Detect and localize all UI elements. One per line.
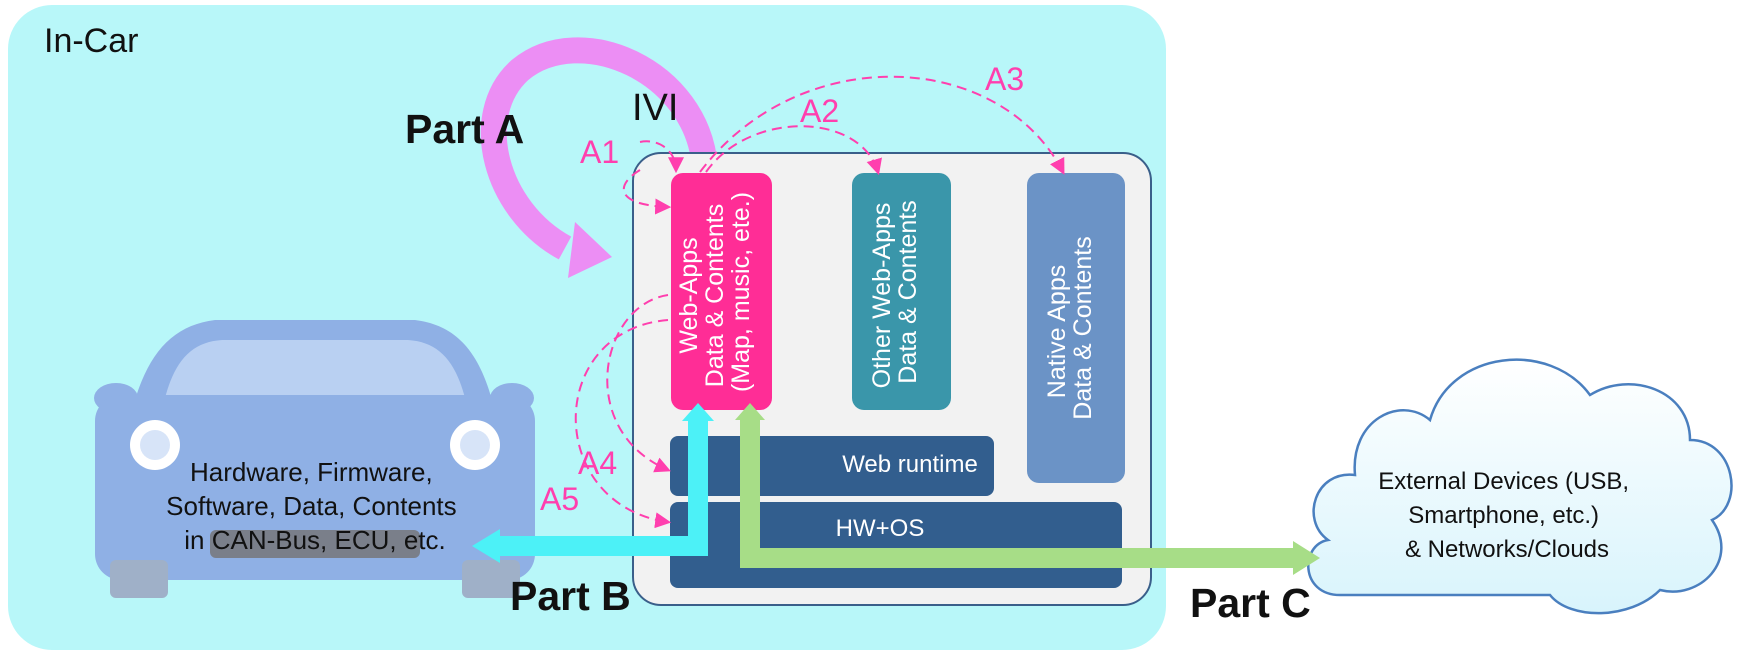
arrow-a4 (606, 294, 671, 473)
part-b-arrow (472, 403, 714, 563)
part-c-arrow (735, 403, 1320, 575)
part-a-arrow (480, 37, 718, 260)
arrow-a2 (705, 125, 882, 176)
car-text-line-2: Software, Data, Contents (166, 491, 456, 521)
web-apps-line-3: (Map, music, ete.) (727, 192, 755, 392)
cloud-text-line-3: & Networks/Clouds (1405, 536, 1609, 563)
native-apps-label: Native Apps Data & Contents (1043, 236, 1097, 419)
cloud-text: External Devices (USB, Smartphone, etc.)… (1378, 468, 1635, 563)
a5-label: A5 (540, 481, 579, 517)
arrow-a1-top (639, 140, 684, 174)
a2-label: A2 (800, 93, 839, 129)
native-apps-block (1027, 173, 1125, 483)
native-apps-line-1: Native Apps (1043, 265, 1071, 398)
web-apps-line-1: Web-Apps (675, 237, 703, 353)
arrow-a5 (574, 319, 672, 529)
other-web-apps-line-1: Other Web-Apps (868, 203, 896, 389)
in-car-label: In-Car (44, 22, 138, 60)
part-c-label: Part C (1190, 580, 1311, 626)
web-runtime-label: Web runtime (842, 451, 978, 478)
web-apps-label: Web-Apps Data & Contents (Map, music, et… (675, 192, 755, 392)
car-text: Hardware, Firmware, Software, Data, Cont… (166, 457, 464, 555)
car-text-line-1: Hardware, Firmware, (190, 457, 433, 487)
car-text-line-3: in CAN-Bus, ECU, etc. (184, 525, 446, 555)
web-apps-block (671, 173, 772, 410)
native-apps-line-2: Data & Contents (1069, 236, 1097, 419)
arrow-a1 (622, 169, 672, 215)
cloud-text-line-1: External Devices (USB, (1378, 468, 1629, 495)
web-apps-line-2: Data & Contents (701, 204, 729, 387)
ivi-label: IVI (632, 87, 678, 129)
cloud-text-line-2: Smartphone, etc.) (1408, 502, 1599, 529)
a1-label: A1 (580, 134, 619, 170)
a3-label: A3 (985, 61, 1024, 97)
cloud-shape (1307, 358, 1733, 615)
car-graphic (94, 320, 535, 598)
other-web-apps-line-2: Data & Contents (894, 200, 922, 383)
part-a-arrowhead (568, 222, 612, 278)
part-b-label: Part B (510, 573, 631, 619)
other-web-apps-block (852, 173, 951, 410)
part-a-label: Part A (405, 106, 524, 152)
a4-label: A4 (578, 445, 617, 481)
hw-os-label: HW+OS (836, 515, 925, 542)
arrow-a3 (699, 75, 1065, 175)
other-web-apps-label: Other Web-Apps Data & Contents (868, 196, 922, 389)
